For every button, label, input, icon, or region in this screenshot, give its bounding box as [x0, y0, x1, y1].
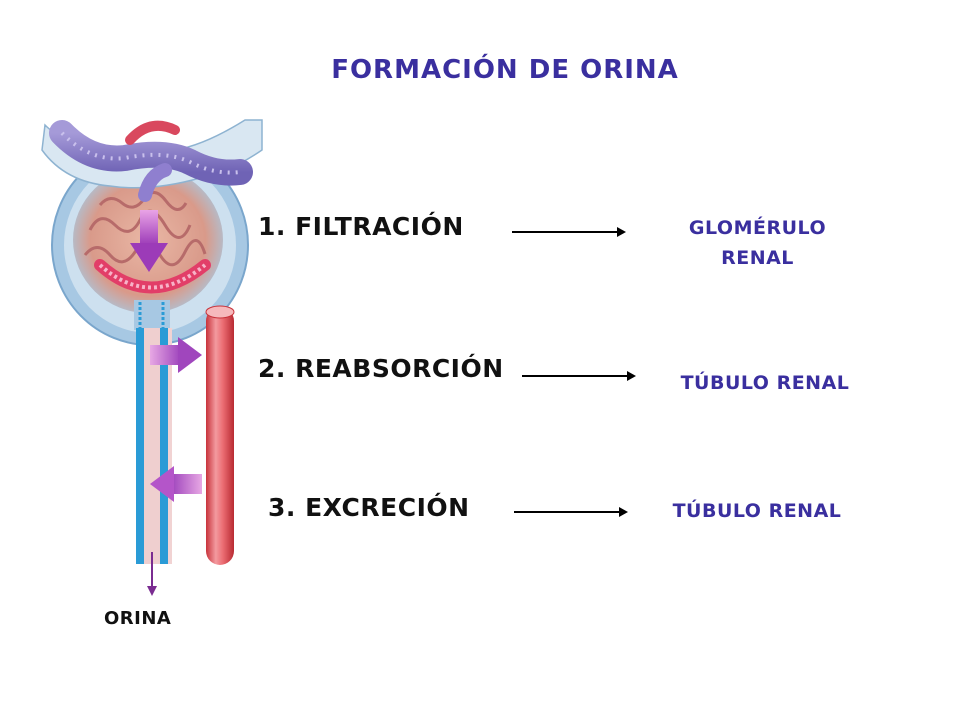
renal-tubule: [136, 328, 172, 564]
tubule-neck: [134, 300, 170, 330]
arteriole: [41, 119, 263, 202]
page-title: FORMACIÓN DE ORINA: [331, 55, 679, 85]
nephron-illustration: [41, 119, 263, 596]
destination-line-1: GLOMÉRULO: [688, 217, 827, 239]
filtration-arrow: [130, 210, 168, 272]
step-filtration-destination: GLOMÉRULO RENAL: [670, 213, 845, 273]
urine-output-arrow: [147, 552, 157, 596]
step-reabsorption-destination: TÚBULO RENAL: [680, 372, 850, 394]
blood-vessel: [205, 305, 235, 565]
reabsorption-arrow: [150, 337, 202, 373]
step-reabsorption-arrow: [522, 371, 636, 381]
urine-label: ORINA: [104, 608, 172, 629]
step-excretion-destination: TÚBULO RENAL: [672, 500, 842, 522]
excretion-arrow: [150, 466, 202, 502]
step-reabsorption-label: 2. REABSORCIÓN: [258, 354, 504, 383]
destination-line-2: RENAL: [721, 247, 794, 269]
step-filtration-label: 1. FILTRACIÓN: [258, 212, 464, 241]
step-filtration-arrow: [512, 227, 626, 237]
step-excretion-label: 3. EXCRECIÓN: [268, 493, 470, 522]
step-excretion-arrow: [514, 507, 628, 517]
